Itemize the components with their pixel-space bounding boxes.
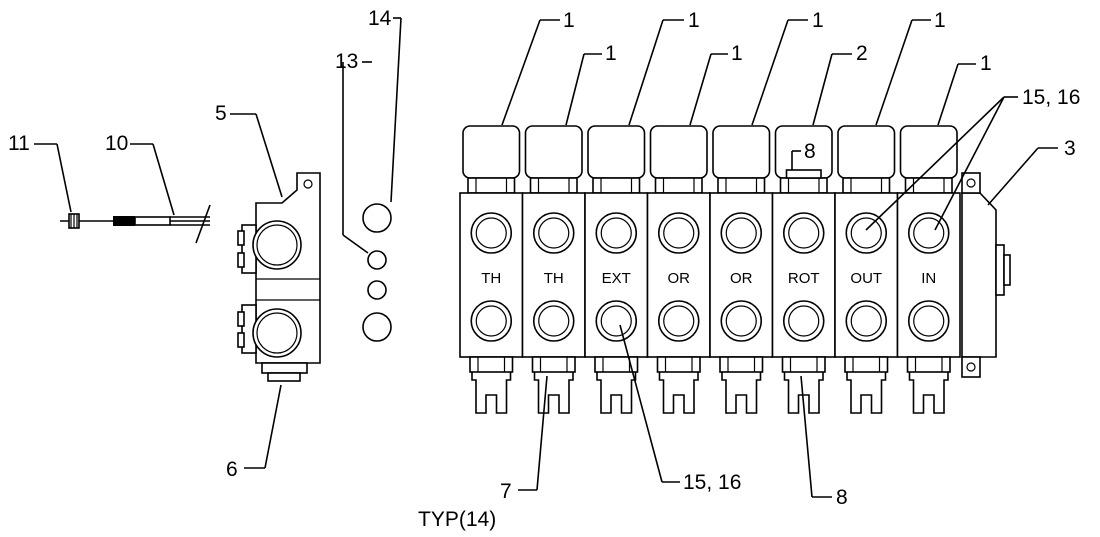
section-label: OR bbox=[730, 270, 753, 287]
svg-text:14: 14 bbox=[368, 7, 392, 30]
callout-15-16-top: 15, 16 bbox=[865, 86, 1080, 231]
callout-8-bottom: 8 bbox=[800, 375, 848, 509]
svg-text:1: 1 bbox=[731, 42, 743, 65]
end-block-5 bbox=[237, 172, 321, 382]
svg-text:10: 10 bbox=[105, 132, 128, 155]
svg-text:15, 16: 15, 16 bbox=[683, 471, 741, 494]
callout-1-a: 1 bbox=[501, 9, 575, 126]
svg-text:2: 2 bbox=[856, 42, 868, 65]
svg-text:15, 16: 15, 16 bbox=[1022, 86, 1080, 109]
valve-section-7: OUT bbox=[834, 125, 899, 414]
svg-text:1: 1 bbox=[688, 9, 700, 32]
section-label: OR bbox=[668, 270, 691, 287]
valve-section-6: ROT bbox=[771, 125, 836, 414]
svg-text:1: 1 bbox=[934, 9, 946, 32]
svg-text:13: 13 bbox=[335, 50, 358, 73]
fork-link bbox=[783, 372, 824, 414]
fork-link bbox=[908, 372, 949, 414]
callout-6: 6 bbox=[226, 384, 282, 481]
callout-11: 11 bbox=[8, 132, 72, 213]
callout-8-top: 8 bbox=[791, 140, 816, 170]
end-block-3 bbox=[961, 172, 1011, 378]
callout-1-e: 1 bbox=[751, 9, 824, 126]
lock-nut bbox=[785, 169, 822, 179]
callout-13: 13 bbox=[335, 50, 372, 254]
svg-text:TYP(14): TYP(14) bbox=[418, 508, 496, 531]
fork-link bbox=[471, 372, 512, 414]
callout-2: 2 bbox=[812, 42, 868, 126]
svg-text:1: 1 bbox=[563, 9, 575, 32]
callout-1-f: 1 bbox=[875, 9, 946, 126]
valve-section-3: EXT bbox=[584, 125, 649, 414]
section-label: OUT bbox=[850, 270, 882, 287]
fork-link bbox=[846, 372, 887, 414]
valve-bank: TH TH EXT OR OR ROT OUT IN bbox=[459, 125, 961, 414]
callout-7: 7 bbox=[500, 375, 548, 503]
callout-1-g: 1 bbox=[937, 52, 992, 126]
callout-5: 5 bbox=[215, 102, 283, 198]
section-label: EXT bbox=[602, 270, 631, 287]
fork-link bbox=[658, 372, 699, 414]
section-label: ROT bbox=[788, 270, 820, 287]
callout-1-b: 1 bbox=[565, 42, 617, 126]
valve-section-4: OR bbox=[646, 125, 711, 414]
callout-3: 3 bbox=[987, 137, 1076, 206]
svg-text:7: 7 bbox=[500, 480, 512, 503]
valve-section-1: TH bbox=[459, 125, 524, 414]
typ-note: TYP(14) bbox=[418, 508, 496, 531]
valve-section-5: OR bbox=[709, 125, 774, 414]
cable-assembly bbox=[60, 204, 211, 244]
svg-text:3: 3 bbox=[1064, 137, 1076, 160]
svg-text:6: 6 bbox=[226, 458, 238, 481]
svg-text:8: 8 bbox=[804, 140, 816, 163]
section-label: TH bbox=[544, 270, 564, 287]
svg-text:8: 8 bbox=[836, 486, 848, 509]
callout-1-d: 1 bbox=[689, 42, 743, 126]
callout-14: 14 bbox=[368, 7, 402, 203]
section-label: TH bbox=[481, 270, 501, 287]
svg-text:1: 1 bbox=[605, 42, 617, 65]
fork-link bbox=[533, 372, 574, 414]
callout-15-16-bottom: 15, 16 bbox=[619, 324, 741, 494]
fork-link bbox=[721, 372, 762, 414]
valve-section-2: TH bbox=[521, 125, 586, 414]
callout-1-c: 1 bbox=[628, 9, 700, 126]
callout-10: 10 bbox=[105, 132, 175, 216]
svg-text:1: 1 bbox=[812, 9, 824, 32]
section-label: IN bbox=[921, 270, 936, 287]
svg-text:11: 11 bbox=[8, 132, 30, 155]
fork-link bbox=[596, 372, 637, 414]
svg-text:1: 1 bbox=[980, 52, 992, 75]
o-rings bbox=[362, 203, 392, 342]
svg-text:5: 5 bbox=[215, 102, 227, 125]
